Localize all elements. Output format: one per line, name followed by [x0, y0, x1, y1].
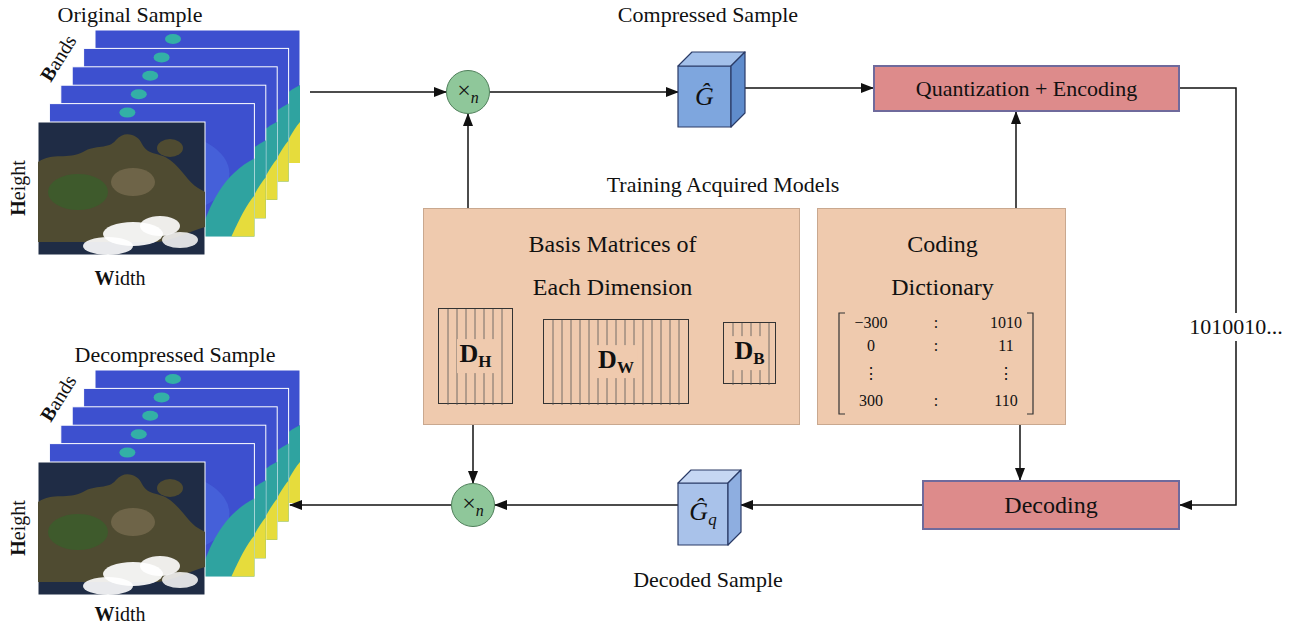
process-box: Quantization + Encoding: [873, 65, 1180, 112]
bracket: [1027, 313, 1033, 414]
cube-face: [678, 66, 731, 127]
cube-face: [731, 52, 745, 127]
symbol-base: Ĝ: [695, 81, 714, 110]
basis-matrix: DH: [438, 308, 513, 404]
arrow-connector: [1180, 88, 1236, 505]
tensor-cube: ĜqDecoded Sample: [678, 470, 741, 545]
symbol-base: D: [734, 336, 753, 365]
axis-label: Bands: [36, 31, 79, 84]
axis-label: Height: [8, 160, 28, 216]
math-symbol: Ĝ: [695, 82, 714, 111]
axis-label: Width: [94, 604, 145, 624]
column-line: [571, 320, 572, 405]
column-line: [643, 320, 644, 405]
basis-matrix: DW: [543, 319, 689, 404]
column-line: [679, 320, 680, 405]
symbol-base: D: [598, 345, 617, 374]
panel-title: Basis Matrices of Each Dimension: [513, 223, 713, 309]
math-symbol: Ĝq: [689, 498, 716, 530]
table-cell: ⋮: [863, 366, 879, 382]
arrow-connector: [741, 504, 922, 506]
column-line: [589, 320, 590, 405]
bracket: [839, 313, 845, 414]
table-cell: :: [934, 338, 938, 354]
table-cell: :: [934, 315, 938, 331]
basis-matrix: DB: [723, 322, 776, 384]
arrow-connector: [495, 504, 678, 506]
table-cell: 300: [859, 393, 883, 409]
math-symbol: DB: [731, 336, 767, 370]
column-line: [580, 320, 581, 405]
cube-face: [728, 470, 741, 545]
arrow-connector: [310, 91, 446, 93]
process-label: Quantization + Encoding: [916, 78, 1137, 100]
column-line: [553, 320, 554, 405]
math-symbol: ×n: [457, 77, 479, 106]
math-symbol: DW: [595, 345, 637, 379]
process-label: Decoding: [1004, 493, 1097, 517]
math-symbol: ×n: [462, 490, 484, 519]
sample-title: Compressed Sample: [618, 4, 798, 26]
column-line: [652, 320, 653, 405]
arrow-connector: [745, 87, 873, 89]
tensor-cube: Compressed SampleĜ: [678, 52, 745, 127]
column-line: [502, 309, 503, 405]
arrow-connector: [290, 504, 451, 506]
arrow-connector: [472, 425, 474, 483]
symbol-base: ×: [457, 77, 471, 103]
table-cell: ⋮: [998, 366, 1014, 382]
dictionary-panel: Coding Dictionary −300: 1010 0: 11 ⋮ ⋮ 300: 110: [817, 208, 1066, 425]
edge-label: 1010010...: [1187, 313, 1285, 341]
table-cell: 11: [998, 338, 1013, 354]
symbol-subscript: q: [708, 510, 717, 529]
section-title: Training Acquired Models: [607, 174, 840, 196]
table-cell: 110: [994, 393, 1017, 409]
symbol-subscript: n: [471, 89, 479, 106]
sample-stack: Original SampleBandsHeightWidth: [0, 0, 310, 290]
model-panel: Basis Matrices of Each DimensionDHDWDB: [423, 208, 800, 425]
panel-title: Coding Dictionary: [878, 223, 1008, 309]
table-cell: 1010: [990, 315, 1022, 331]
column-line: [448, 309, 449, 405]
column-line: [670, 320, 671, 405]
axis-label: Width: [94, 268, 145, 288]
axis-label: Height: [8, 500, 28, 556]
symbol-subscript: W: [617, 358, 634, 377]
mode-product-circle: ×n: [446, 70, 490, 114]
mode-product-circle: ×n: [451, 483, 495, 527]
axis-label: Bands: [36, 371, 79, 424]
arrow-connector: [1015, 112, 1017, 208]
symbol-subscript: H: [478, 352, 491, 371]
sample-stack: Decompressed SampleBandsHeightWidth: [0, 340, 290, 628]
symbol-subscript: B: [753, 349, 764, 368]
cube-face: [678, 483, 728, 545]
column-line: [769, 323, 770, 385]
symbol-subscript: n: [476, 502, 484, 519]
sample-title: Decompressed Sample: [75, 344, 276, 366]
column-line: [562, 320, 563, 405]
table-cell: −300: [854, 315, 887, 331]
arrow-connector: [467, 114, 469, 208]
symbol-base: Ĝ: [689, 497, 708, 526]
column-line: [661, 320, 662, 405]
cube-shape: [678, 470, 741, 545]
math-symbol: DH: [456, 339, 494, 373]
sample-title: Decoded Sample: [633, 569, 783, 591]
process-box: Decoding: [922, 480, 1180, 530]
table-cell: :: [934, 393, 938, 409]
sample-title: Original Sample: [58, 4, 203, 26]
symbol-base: D: [459, 339, 478, 368]
symbol-base: ×: [462, 490, 476, 516]
arrow-connector: [490, 91, 678, 93]
arrow-connector: [1019, 425, 1021, 480]
table-cell: 0: [867, 338, 875, 354]
